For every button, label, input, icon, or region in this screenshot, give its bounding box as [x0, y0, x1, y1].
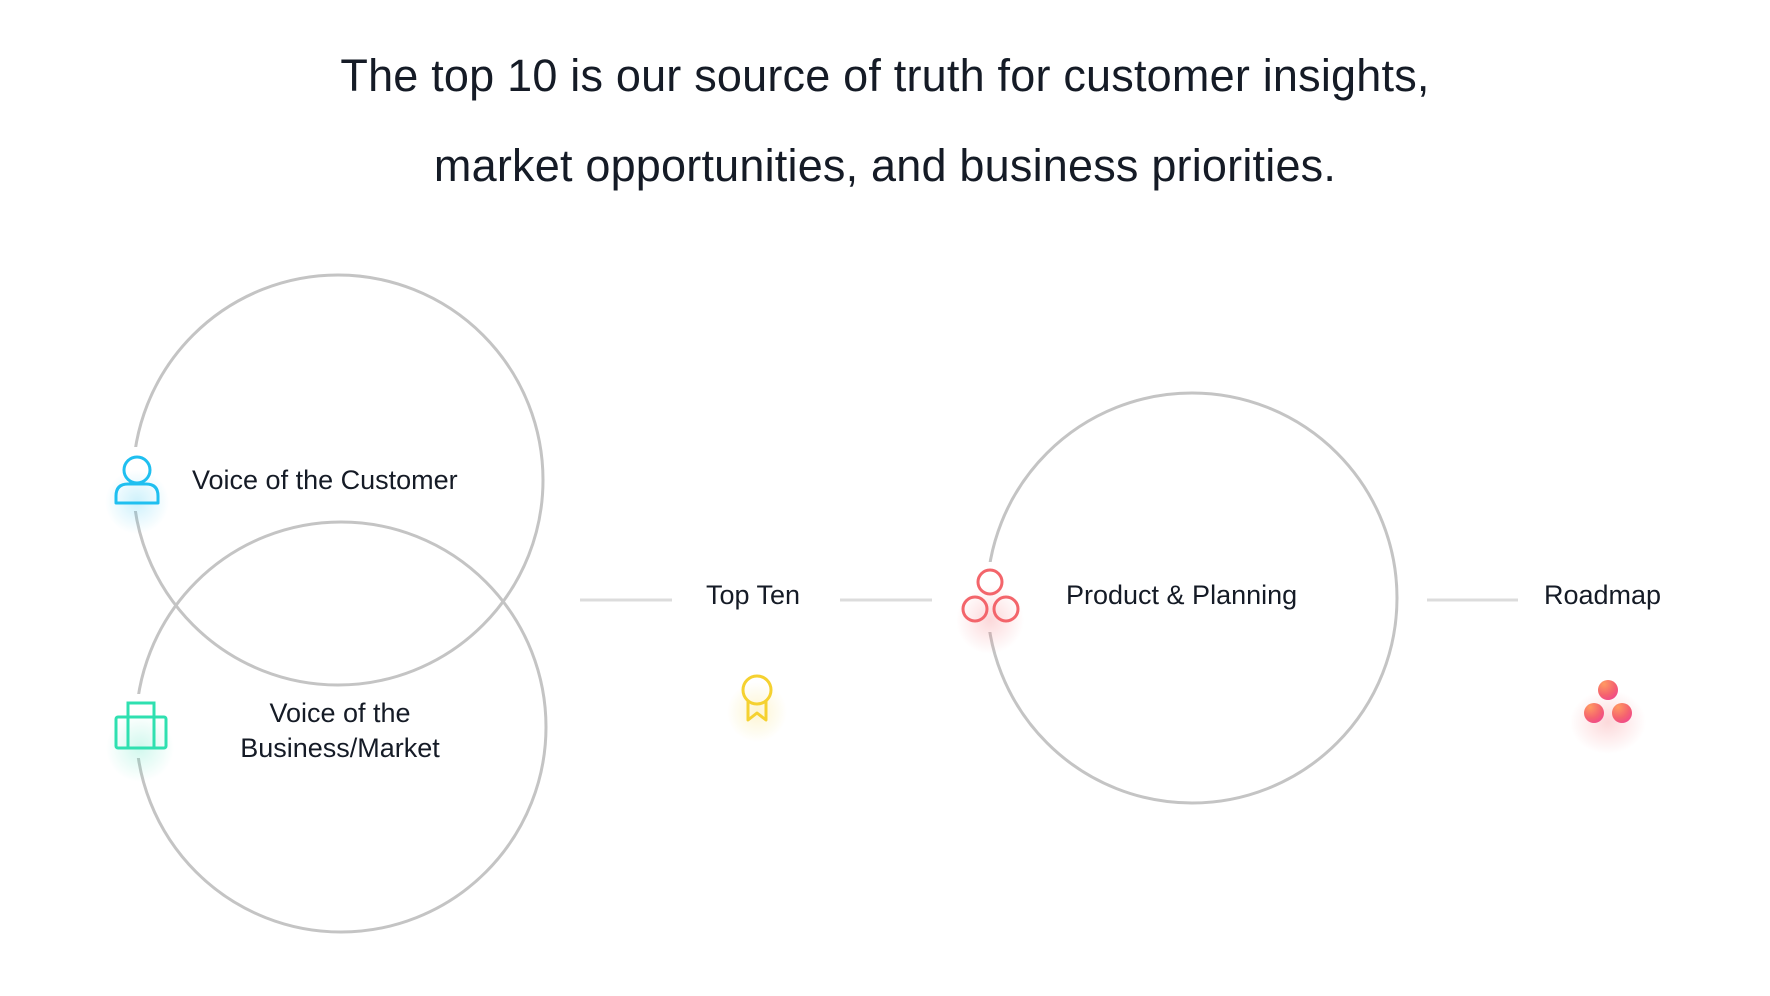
product-planning-label: Product & Planning	[1066, 580, 1298, 610]
award-ribbon-icon	[727, 674, 787, 742]
voice-of-customer-label: Voice of the Customer	[192, 465, 458, 495]
headline-line-2: market opportunities, and business prior…	[433, 140, 1337, 191]
headline-line-1: The top 10 is our source of truth for cu…	[340, 50, 1430, 101]
voice-of-business-label: Voice of the Business/Market	[220, 696, 460, 766]
voice-of-business-label-line-1: Voice of the	[269, 698, 411, 728]
asana-logo-icon	[1570, 680, 1646, 754]
person-icon	[105, 447, 171, 534]
briefcase-icon	[106, 694, 175, 782]
top-ten-label: Top Ten	[706, 580, 801, 610]
voice-of-business-label-line-2: Business/Market	[240, 733, 440, 763]
roadmap-label: Roadmap	[1544, 580, 1662, 610]
three-circles-outline-icon	[954, 562, 1024, 654]
